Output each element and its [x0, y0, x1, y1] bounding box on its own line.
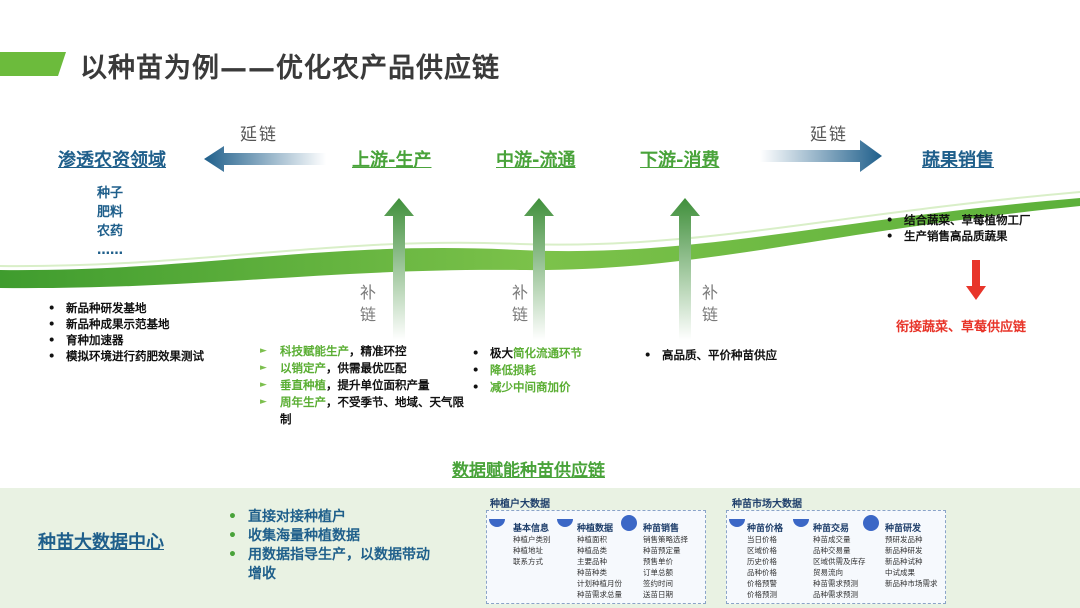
- market-data-title: 种苗市场大数据: [732, 499, 802, 510]
- market-data-box: 种苗价格 当日价格 区域价格 历史价格 品种价格 价格预警 价格预测 种苗交易 …: [726, 510, 946, 604]
- supplement-label-downstream: 补链: [701, 283, 718, 324]
- grower-col-planting: 种植数据 种植面积 种植品类 主要品种 种苗种类 计划种植月份 种苗需求总量: [577, 524, 622, 599]
- list-item: 高品质、平价种苗供应: [640, 347, 840, 363]
- inputs-list: 种子 肥料 农药 ……: [97, 184, 123, 260]
- list-item: 模拟环境进行药肥效果测试: [44, 348, 224, 364]
- list-item: 减少中间商加价: [468, 379, 638, 396]
- data-center-title: 种苗大数据中心: [38, 532, 164, 553]
- stage-input-field: 渗透农资领域: [58, 150, 166, 171]
- extend-label-left: 延链: [240, 125, 278, 145]
- list-item: 极大简化流通环节: [468, 345, 638, 362]
- list-item: 生产销售高品质蔬果: [882, 228, 1072, 244]
- grower-data-title: 种植户大数据: [490, 499, 550, 510]
- circle-icon: [863, 515, 879, 531]
- left-bullets: 新品种研发基地 新品种成果示范基地 育种加速器 模拟环境进行药肥效果测试: [44, 300, 224, 364]
- semicircle-icon: [557, 519, 573, 527]
- stage-downstream: 下游-消费: [640, 150, 720, 171]
- inputs-item: 农药: [97, 224, 124, 239]
- stage-sales: 蔬果销售: [922, 150, 994, 171]
- downstream-list: 高品质、平价种苗供应: [640, 347, 840, 363]
- list-item: 垂直种植，提升单位面积产量: [258, 377, 468, 394]
- inputs-item: ……: [97, 243, 123, 258]
- supplement-arrow-midstream: [524, 198, 554, 340]
- supplement-label-midstream: 补链: [511, 283, 528, 324]
- extend-left-arrow: [204, 146, 326, 172]
- supplement-arrow-downstream: [670, 198, 700, 340]
- upstream-list: 科技赋能生产，精准环控 以销定产，供需最优匹配 垂直种植，提升单位面积产量 周年…: [258, 343, 468, 428]
- grower-data-box: 基本信息 种植户类别 种植地址 联系方式 种植数据 种植面积 种植品类 主要品种…: [486, 510, 706, 604]
- list-item: 用数据指导生产，以数据带动增收: [222, 546, 432, 584]
- list-item: 收集海量种植数据: [222, 527, 432, 546]
- supplement-arrow-upstream: [384, 198, 414, 340]
- list-item: 结合蔬菜、草莓植物工厂: [882, 212, 1072, 228]
- extend-label-right: 延链: [810, 125, 848, 145]
- list-item: 周年生产，不受季节、地域、天气限制: [258, 394, 468, 428]
- list-item: 降低损耗: [468, 362, 638, 379]
- data-section-title: 数据赋能种苗供应链: [452, 461, 605, 481]
- grower-col-sales: 种苗销售 销售策略选择 种苗预定量 预售单价 订单总额 签约时间 送苗日期: [643, 524, 688, 599]
- market-col-rnd: 种苗研发 预研发品种 新品种研发 新品种试种 中试成果 新品种市场需求: [885, 524, 938, 588]
- semicircle-icon: [489, 519, 505, 527]
- result-down-arrow: [966, 260, 986, 300]
- list-item: 科技赋能生产，精准环控: [258, 343, 468, 360]
- semicircle-icon: [793, 519, 809, 527]
- inputs-item: 种子: [97, 186, 124, 201]
- page-title: 以种苗为例——优化农产品供应链: [80, 53, 500, 84]
- title-decoration-shape: [0, 52, 66, 76]
- list-item: 以销定产，供需最优匹配: [258, 360, 468, 377]
- list-item: 新品种成果示范基地: [44, 316, 224, 332]
- market-col-price: 种苗价格 当日价格 区域价格 历史价格 品种价格 价格预警 价格预测: [747, 524, 784, 599]
- midstream-list: 极大简化流通环节 降低损耗 减少中间商加价: [468, 345, 638, 396]
- supply-chain-wave: [0, 191, 1080, 289]
- extend-right-arrow: [760, 140, 882, 172]
- list-item: 新品种研发基地: [44, 300, 224, 316]
- semicircle-icon: [729, 519, 745, 527]
- inputs-item: 肥料: [97, 205, 124, 220]
- circle-icon: [621, 515, 637, 531]
- stage-midstream: 中游-流通: [496, 150, 576, 171]
- supplement-label-upstream: 补链: [359, 283, 376, 324]
- list-item: 育种加速器: [44, 332, 224, 348]
- grower-col-basic: 基本信息 种植户类别 种植地址 联系方式: [513, 524, 551, 566]
- data-center-bullets: 直接对接种植户 收集海量种植数据 用数据指导生产，以数据带动增收: [222, 508, 432, 584]
- result-label: 衔接蔬菜、草莓供应链: [896, 320, 1027, 335]
- right-bullets: 结合蔬菜、草莓植物工厂 生产销售高品质蔬果: [882, 212, 1072, 244]
- market-col-trade: 种苗交易 种苗成交量 品种交易量 区域供需及库存 贸易流向 种苗需求预测 品种需…: [813, 524, 866, 599]
- list-item: 直接对接种植户: [222, 508, 432, 527]
- stage-upstream: 上游-生产: [352, 150, 432, 171]
